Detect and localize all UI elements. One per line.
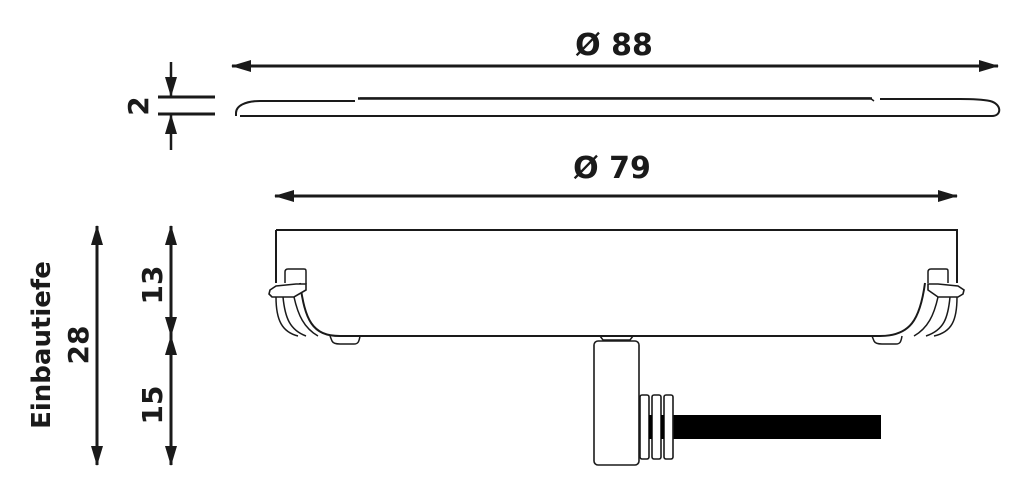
connector-height-label: 15 xyxy=(136,386,169,425)
connector-assembly xyxy=(593,335,881,466)
connector-block xyxy=(593,340,640,466)
plate-thickness-dimension: 2 xyxy=(122,62,215,150)
cable-gland-ring xyxy=(663,394,674,460)
top-diameter-label: Ø 88 xyxy=(575,28,653,63)
body-diameter-dimension: Ø 79 xyxy=(274,151,958,202)
cable xyxy=(671,415,881,439)
height-breakdown-dimension: 13 15 xyxy=(136,225,177,466)
installation-depth-label: 28 xyxy=(62,326,95,365)
cover-plate xyxy=(235,97,1001,117)
body-diameter-label: Ø 79 xyxy=(573,151,651,186)
installation-depth-caption: Einbautiefe xyxy=(27,261,57,429)
installation-depth-dimension: Einbautiefe 28 xyxy=(27,225,103,466)
plate-thickness-label: 2 xyxy=(122,96,155,115)
housing-height-label: 13 xyxy=(136,266,169,305)
top-diameter-dimension: Ø 88 xyxy=(231,28,999,72)
cable-gland-ring xyxy=(651,394,662,460)
cable-gland-ring xyxy=(639,394,650,460)
housing-body xyxy=(268,229,965,345)
